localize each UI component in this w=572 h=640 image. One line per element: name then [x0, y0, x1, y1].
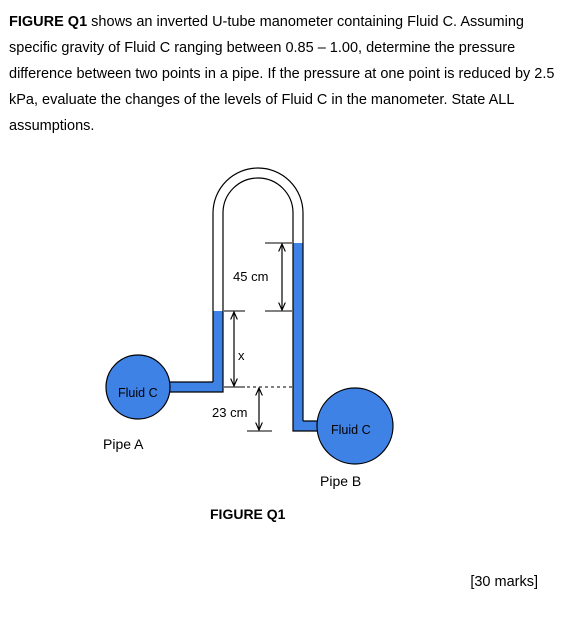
pipe-b-label: Pipe B — [320, 473, 361, 489]
question-body: shows an inverted U-tube manometer conta… — [9, 14, 555, 134]
dim-45-label: 45 cm — [233, 269, 268, 284]
dim-x-label: x — [238, 348, 245, 363]
marks-label: [30 marks] — [470, 574, 538, 590]
pipe-a-label: Pipe A — [103, 436, 144, 452]
question-text: FIGURE Q1 shows an inverted U-tube manom… — [9, 9, 557, 139]
left-tube-air — [213, 213, 223, 311]
left-tube-fluid — [213, 311, 223, 382]
u-tube-inner-wall — [222, 177, 294, 421]
right-tube-air — [293, 213, 303, 243]
dim-23-label: 23 cm — [212, 405, 247, 420]
pipe-a-circle — [105, 354, 171, 420]
right-tube-fluid — [293, 243, 303, 421]
figure-caption: FIGURE Q1 — [210, 506, 286, 522]
pipe-b-circle — [316, 387, 394, 465]
pipe-b-fluid-label: Fluid C — [331, 423, 371, 437]
question-figure-ref: FIGURE Q1 — [9, 14, 88, 30]
pipe-a-connector-outline — [167, 372, 224, 393]
u-tube-outer-wall — [212, 167, 304, 421]
pipe-a-fluid-label: Fluid C — [118, 386, 158, 400]
